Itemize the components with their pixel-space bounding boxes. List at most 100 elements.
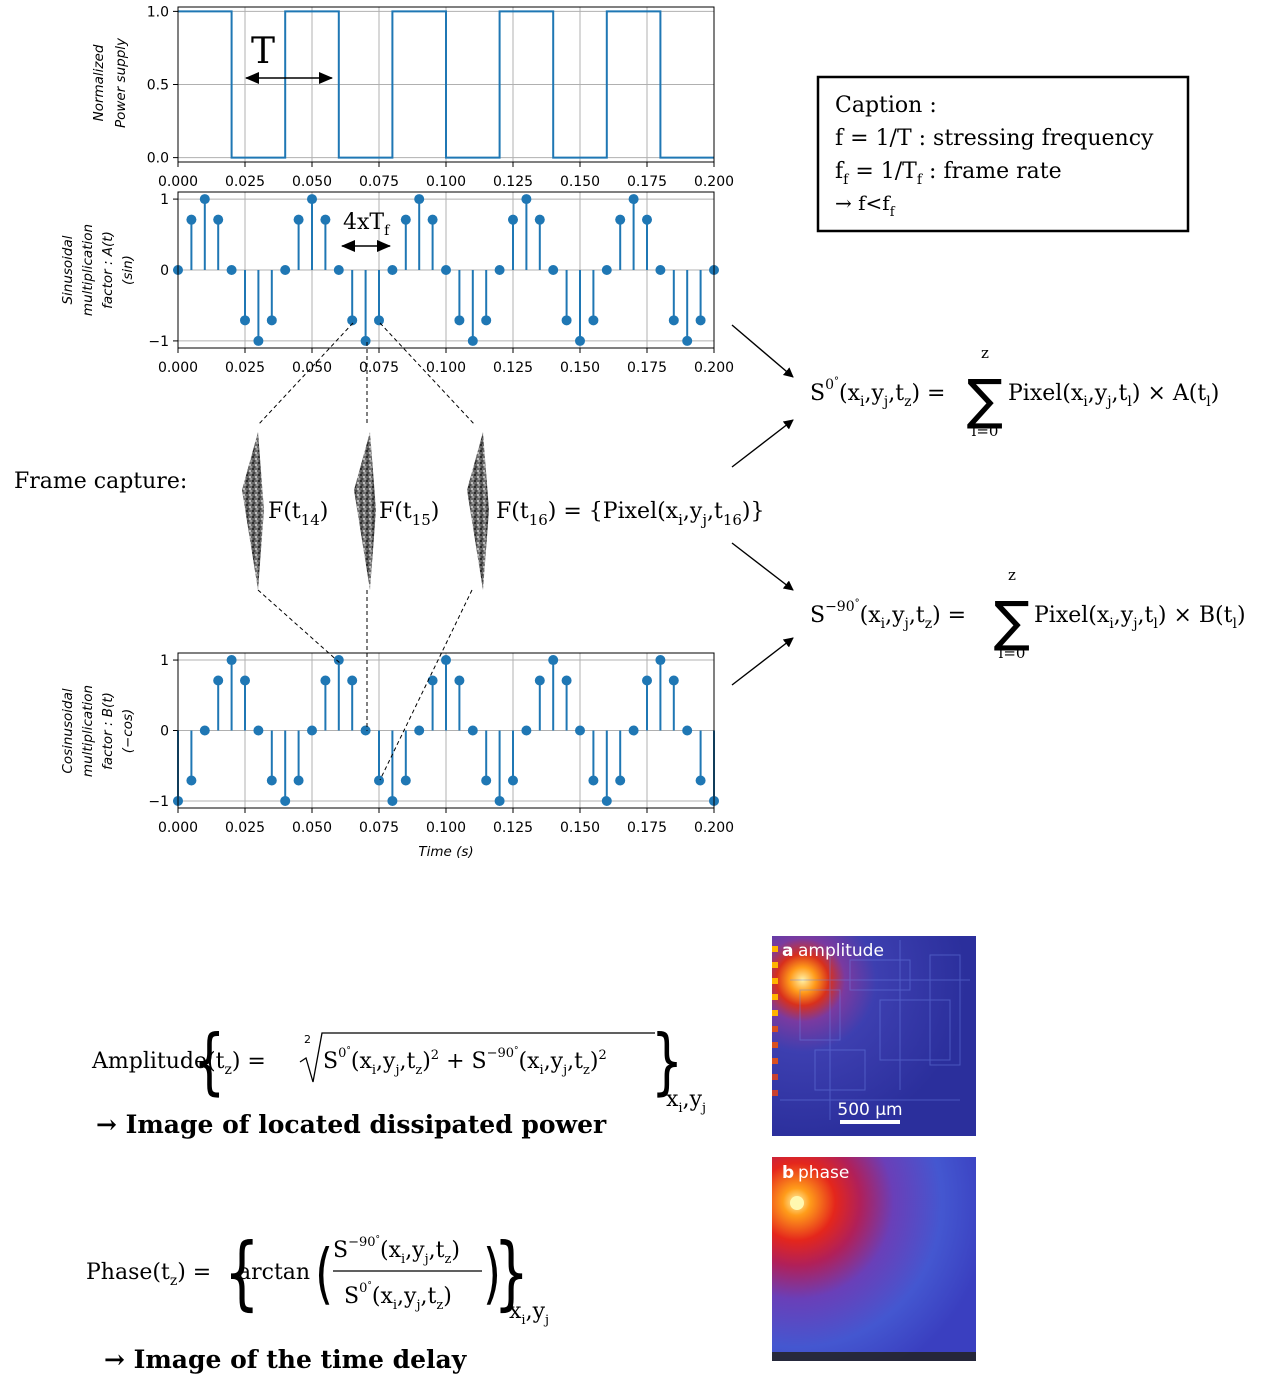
- svg-text:F(t16) = {Pixel(xi,yj,t16)}: F(t16) = {Pixel(xi,yj,t16)}: [496, 499, 765, 529]
- svg-text:(: (: [315, 1236, 333, 1312]
- scale-bar-label: 500 µm: [837, 1100, 902, 1120]
- svg-text:l=0: l=0: [972, 422, 999, 440]
- stem-marker: [347, 675, 358, 686]
- stem-marker: [226, 655, 237, 666]
- svg-text:Pixel(xi,yj,tl) × A(tl): Pixel(xi,yj,tl) × A(tl): [1008, 381, 1219, 410]
- frame-f14: F(t14): [242, 432, 328, 590]
- stem-marker: [454, 675, 465, 686]
- phase-title: phase: [798, 1163, 849, 1183]
- svg-text:z: z: [981, 344, 989, 362]
- svg-text:z: z: [1008, 566, 1016, 584]
- x-tick-label: 0.050: [292, 820, 332, 836]
- svg-text:4xTf: 4xTf: [343, 210, 391, 239]
- stem-marker: [400, 214, 411, 225]
- x-tick-label: 0.175: [627, 360, 667, 376]
- stem-marker: [266, 775, 277, 786]
- connector-sin-f14: [257, 322, 354, 426]
- stem-marker: [682, 725, 693, 736]
- phase-letter: b: [782, 1163, 794, 1183]
- frame-period-annotation: 4xTf: [341, 210, 391, 252]
- stem-marker: [186, 214, 197, 225]
- stem-marker: [561, 675, 572, 686]
- y-tick-label: 1: [160, 653, 169, 669]
- x-tick-label: 0.200: [694, 174, 734, 190]
- y-axis-label: (sin): [120, 255, 136, 285]
- stem-marker: [601, 795, 612, 806]
- scale-bar: [840, 1120, 900, 1124]
- x-tick-label: 0.125: [493, 360, 533, 376]
- stem-marker: [682, 335, 693, 346]
- stem-marker: [320, 214, 331, 225]
- x-tick-label: 0.075: [359, 360, 399, 376]
- y-axis-label: Cosinusoidal: [60, 688, 76, 773]
- svg-text:{: {: [224, 1227, 260, 1320]
- caption-line1: f = 1/T : stressing frequency: [835, 126, 1154, 151]
- svg-text:2: 2: [304, 1033, 311, 1046]
- arrow-sin-to-s0: [731, 324, 794, 378]
- y-tick-label: −1: [148, 334, 169, 350]
- stem-marker: [307, 194, 317, 205]
- y-axis-label: factor : A(t): [100, 231, 116, 309]
- stem-marker: [253, 725, 264, 736]
- y-tick-label: 1.0: [147, 4, 169, 20]
- stem-marker: [387, 795, 398, 806]
- plot-frame: [177, 191, 715, 349]
- frame-capture-label: Frame capture:: [14, 469, 187, 494]
- stem-marker: [293, 775, 304, 786]
- x-tick-label: 0.050: [292, 360, 332, 376]
- y-axis-label: (−cos): [120, 709, 136, 754]
- amplitude-title: amplitude: [798, 941, 884, 961]
- frame-image-f14: [242, 432, 264, 590]
- y-tick-label: 0.0: [147, 151, 169, 167]
- stem-marker: [280, 795, 291, 806]
- x-tick-label: 0.025: [225, 360, 265, 376]
- stem-marker: [454, 315, 465, 326]
- stem-marker: [494, 265, 505, 275]
- x-tick-label: 0.000: [158, 820, 198, 836]
- amplitude-image: a amplitude 500 µm: [772, 936, 976, 1136]
- stem-marker: [668, 675, 679, 686]
- stem-marker: [333, 655, 344, 666]
- stem-marker: [601, 265, 612, 275]
- svg-text:S0°(xi,yj,tz)2 + S−90°(xi,yj,t: S0°(xi,yj,tz)2 + S−90°(xi,yj,tz)2: [323, 1046, 607, 1078]
- y-tick-label: 0.5: [147, 78, 169, 94]
- stem-marker: [213, 675, 224, 686]
- x-tick-label: 0.150: [560, 174, 600, 190]
- x-tick-label: 0.125: [493, 174, 533, 190]
- y-tick-label: −1: [148, 794, 169, 810]
- x-tick-label: 0.175: [627, 174, 667, 190]
- y-axis-label: Normalized: [91, 44, 107, 121]
- amplitude-letter: a: [782, 941, 793, 961]
- stem-marker: [695, 315, 706, 326]
- stem-marker: [360, 725, 371, 736]
- stem-marker: [575, 725, 585, 736]
- svg-text:S−90°(xi,yj,tz) =: S−90°(xi,yj,tz) =: [810, 598, 966, 632]
- y-tick-label: 1: [160, 192, 169, 208]
- stem-marker: [615, 214, 626, 225]
- x-tick-label: 0.175: [627, 820, 667, 836]
- x-tick-label: 0.000: [158, 360, 198, 376]
- svg-text:l=0: l=0: [999, 644, 1026, 662]
- phase-result: → Image of the time delay: [104, 1345, 468, 1374]
- y-axis-label: Power supply: [113, 37, 129, 128]
- arrow-frames-to-s90: [731, 542, 794, 591]
- equation-s0: S0°(xi,yj,tz) = z ∑ l=0 Pixel(xi,yj,tl) …: [810, 344, 1219, 440]
- stem-marker: [186, 775, 197, 786]
- stem-marker: [508, 775, 518, 786]
- x-tick-label: 0.100: [426, 360, 466, 376]
- stem-marker: [240, 675, 250, 686]
- x-tick-label: 0.000: [158, 174, 198, 190]
- stem-marker: [387, 265, 398, 275]
- stem-marker: [695, 775, 706, 786]
- chip-layout-lines: [780, 940, 970, 1120]
- connector-cos-f14: [257, 589, 341, 664]
- connector-sin-f16: [379, 322, 476, 426]
- arrow-cos-to-s90: [731, 637, 794, 686]
- svg-text:xi,yj: xi,yj: [509, 1299, 549, 1328]
- svg-text:Amplitude(tz) =: Amplitude(tz) =: [91, 1049, 266, 1078]
- x-tick-label: 0.150: [560, 820, 600, 836]
- svg-text:xi,yj: xi,yj: [666, 1087, 706, 1116]
- frame-image-f16: [467, 432, 489, 590]
